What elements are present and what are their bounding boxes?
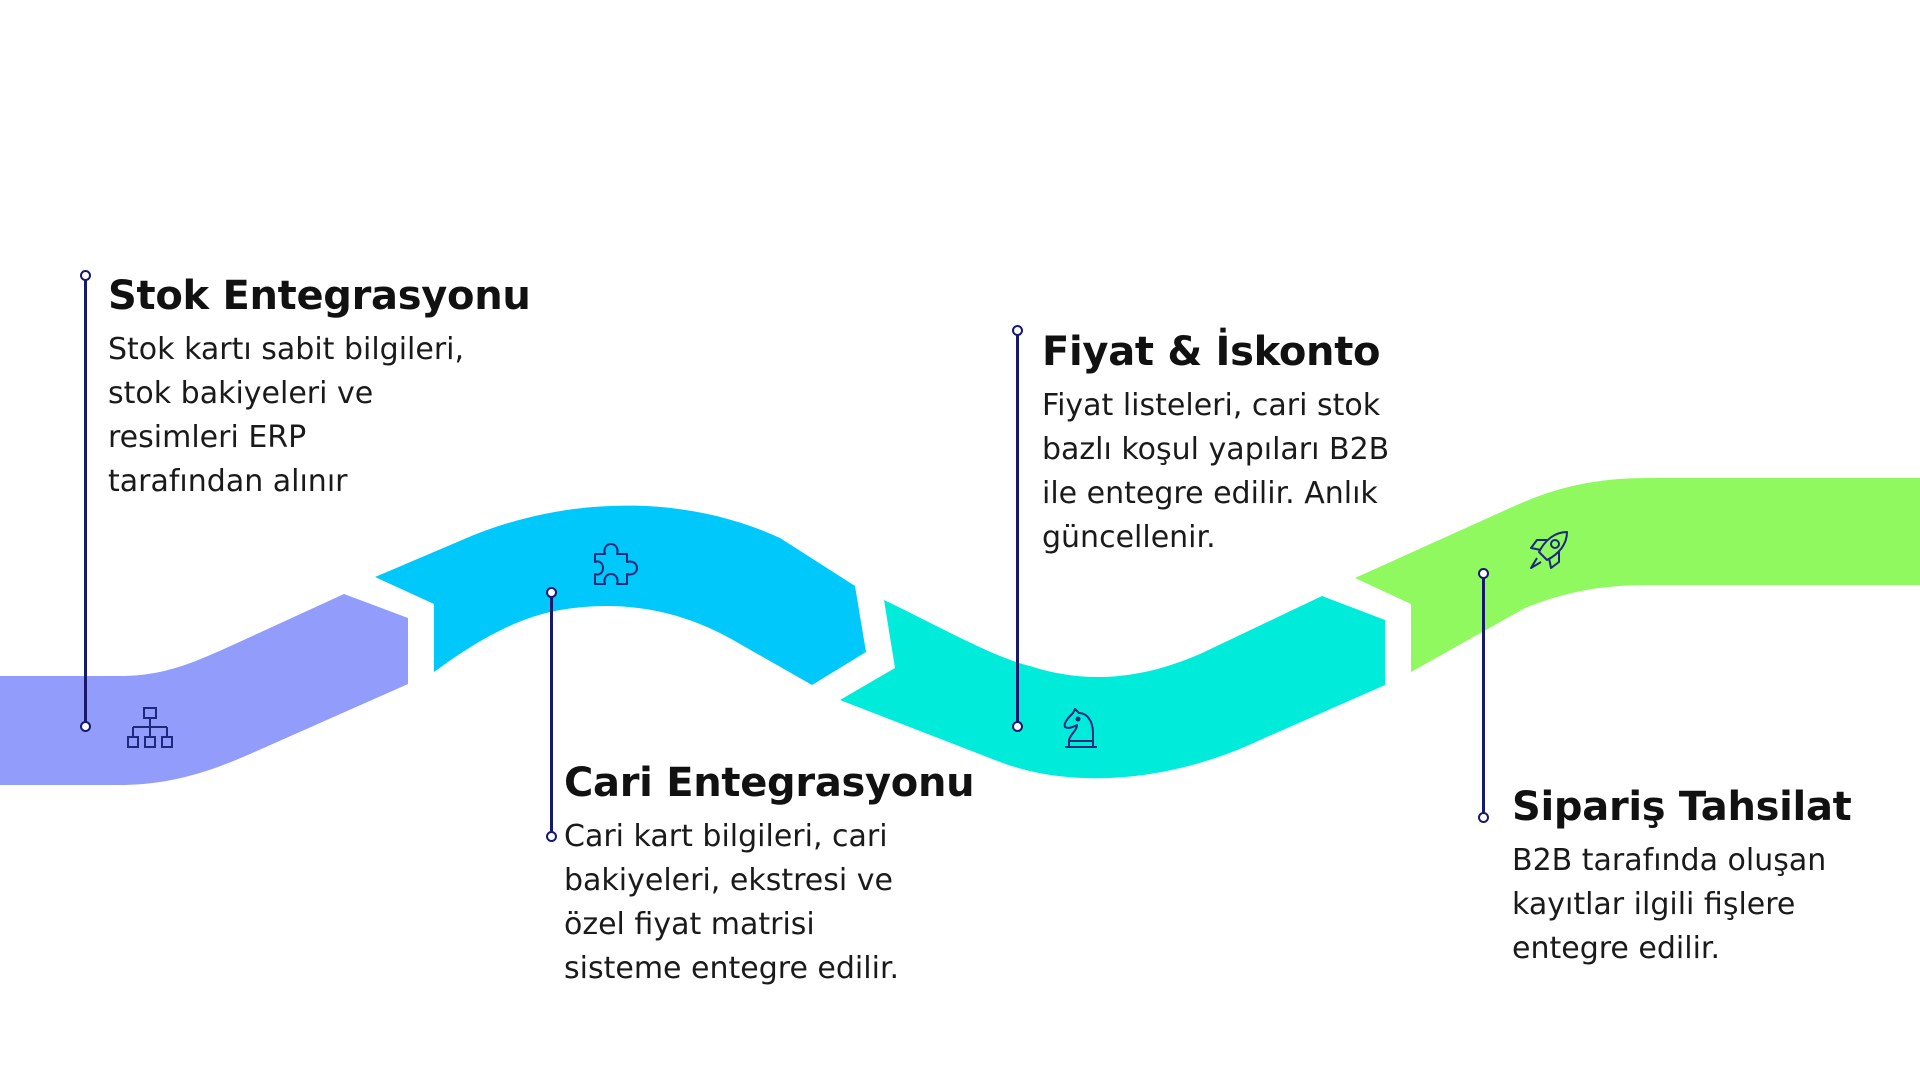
puzzle-icon [594, 543, 638, 585]
step-stok: Stok Entegrasyonu Stok kartı sabit bilgi… [108, 272, 538, 504]
pin-siparis [1478, 568, 1489, 823]
step-title: Cari Entegrasyonu [564, 760, 975, 806]
rocket-icon [1530, 531, 1568, 569]
step-description: Stok kartı sabit bilgileri, stok bakiyel… [108, 332, 465, 499]
step-cari: Cari Entegrasyonu Cari kart bilgileri, c… [564, 759, 984, 991]
ribbon-segment-1 [0, 594, 408, 785]
chess-knight-icon [1063, 708, 1097, 748]
step-fiyat: Fiyat & İskonto Fiyat listeleri, cari st… [1042, 328, 1462, 560]
step-title: Stok Entegrasyonu [108, 273, 531, 319]
ribbon-segment-3 [840, 596, 1385, 779]
ribbon-segment-2 [375, 505, 866, 685]
step-description: Fiyat listeleri, cari stok bazlı koşul y… [1042, 388, 1390, 555]
step-description: B2B tarafında oluşan kayıtlar ilgili fiş… [1512, 843, 1827, 966]
pin-stok [80, 270, 91, 732]
ribbon-segment-4 [1355, 478, 1920, 672]
step-siparis: Sipariş Tahsilat B2B tarafında oluşan ka… [1512, 783, 1892, 971]
step-title: Fiyat & İskonto [1042, 329, 1381, 375]
pin-fiyat [1012, 325, 1023, 732]
step-title: Sipariş Tahsilat [1512, 784, 1852, 830]
sitemap-icon [127, 707, 173, 748]
pin-cari [546, 587, 557, 842]
step-description: Cari kart bilgileri, cari bakiyeleri, ek… [564, 819, 900, 986]
